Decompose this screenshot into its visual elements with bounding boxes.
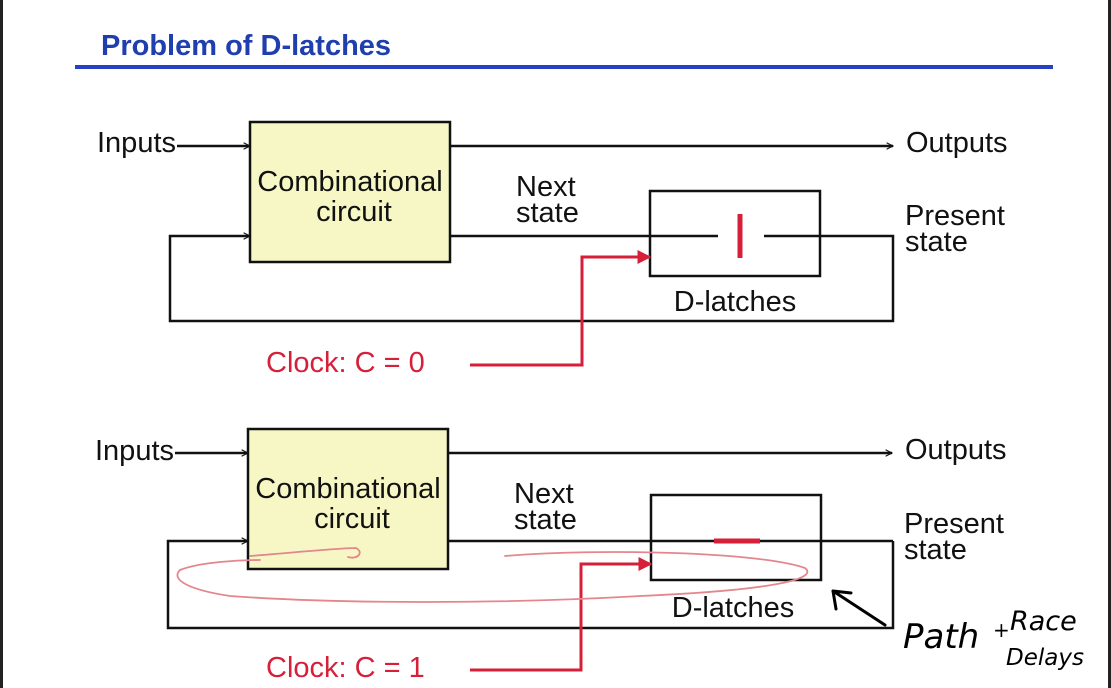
clock-wire [470,557,653,672]
feedback-loop [168,236,895,323]
block-label-line2: circuit [314,503,390,535]
clock-wire [470,250,652,367]
combinational-circuit-block [246,427,450,571]
next-state-label-line2: state [514,504,577,536]
outputs-label: Outputs [905,434,1007,466]
inputs-label: Inputs [97,127,176,159]
inputs-label: Inputs [95,435,174,467]
race-loop-sketch [176,547,809,603]
annotation-arrow-icon [831,589,887,627]
next-state-label-line1: Next [514,478,574,510]
outputs-label: Outputs [906,127,1008,159]
title-underline [75,65,1053,69]
annotation-word-path: Path [903,617,979,657]
annotation-word-delays: Delays [1006,645,1084,671]
present-state-label-line1: Present [904,508,1004,540]
d-latches-label: D-latches [674,286,797,318]
block-label-line1: Combinational [255,473,440,505]
annotation-plus: + [993,618,1010,642]
present-state-label-line2: state [905,226,968,258]
d-latches-label: D-latches [672,592,795,624]
next-state-label-line1: Next [516,171,576,203]
feedback-loop [166,541,895,630]
d-latch-block [649,493,823,582]
diagram-clock-one: Inputs Combinational circuit Outputs Nex… [95,427,1007,684]
present-state-label-line1: Present [905,200,1005,232]
handwritten-annotation: Path + Race Delays [831,589,1084,671]
d-latch-block [648,189,822,278]
clock-label: Clock: C = 1 [266,652,425,684]
present-state-label-line2: state [904,534,967,566]
diagram-clock-zero: Inputs Combinational circuit Outputs Nex… [97,120,1008,379]
next-state-label-line2: state [516,197,579,229]
left-frame-border [0,0,3,688]
right-frame-border [1108,0,1111,688]
clock-label: Clock: C = 0 [266,347,425,379]
block-label-line1: Combinational [257,166,442,198]
annotation-word-race: Race [1010,606,1077,637]
block-label-line2: circuit [316,196,392,228]
combinational-circuit-block [248,120,452,264]
slide-title: Problem of D-latches [101,30,392,62]
